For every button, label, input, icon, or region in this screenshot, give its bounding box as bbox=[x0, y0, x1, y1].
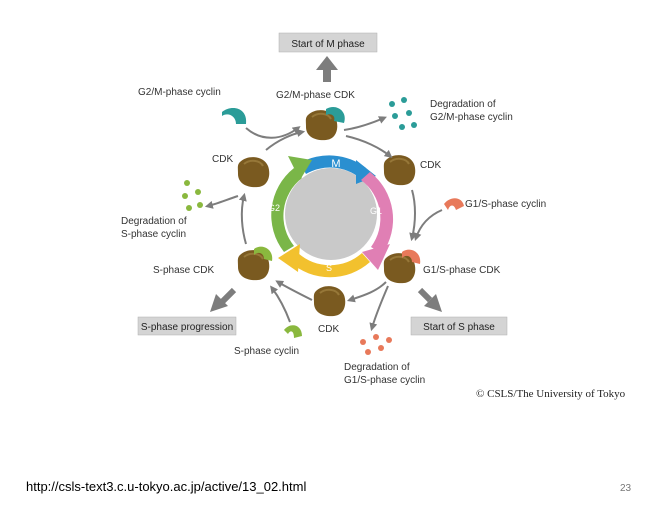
cdk-top-right-icon bbox=[382, 154, 417, 187]
s-degradation-dots-icon bbox=[182, 180, 203, 211]
arrow-g1s-to-cdk-bottom bbox=[346, 281, 387, 303]
g1s-cyclin-free-icon bbox=[444, 198, 464, 210]
arrow-s-cdk-to-cdk-left bbox=[238, 192, 247, 245]
cdk-left-label: CDK bbox=[212, 154, 233, 165]
arrow-g1s-to-degradation bbox=[369, 285, 389, 332]
start-m-phase-box: Start of M phase bbox=[278, 32, 378, 53]
g2-phase-arrowhead bbox=[288, 156, 312, 180]
s-phase-arc bbox=[290, 253, 370, 278]
up-arrow-icon bbox=[316, 56, 338, 82]
arrow-cdk-left-to-complex bbox=[265, 129, 306, 151]
g2m-degradation-dots-icon bbox=[389, 97, 417, 130]
g1s-degradation-dots-icon bbox=[360, 334, 392, 355]
arrow-g2m-cyclin-to-complex bbox=[245, 126, 301, 139]
g2-phase-arc bbox=[271, 168, 302, 252]
arrow-g1s-cyclin-to-complex bbox=[413, 209, 443, 242]
g1s-cyclin-label: G1/S-phase cyclin bbox=[465, 199, 546, 210]
cdk-bottom-label: CDK bbox=[318, 324, 339, 335]
copyright-credit: © CSLS/The University of Tokyo bbox=[476, 388, 626, 400]
arrow-complex-to-cdk-right bbox=[345, 135, 393, 158]
arrow-cdk-bottom-to-s bbox=[275, 280, 313, 301]
s-phase-label: S bbox=[326, 263, 332, 273]
s-phase-progression-label: S-phase progression bbox=[141, 322, 233, 333]
cdk-bottom-icon bbox=[312, 285, 347, 318]
cycle-center bbox=[285, 168, 377, 260]
g1-phase-arc bbox=[361, 172, 394, 254]
g1s-cdk-complex-icon bbox=[382, 249, 421, 285]
arrow-to-start-s-icon bbox=[417, 287, 442, 312]
start-s-phase-box: Start of S phase bbox=[410, 316, 508, 336]
s-phase-arrowhead bbox=[278, 244, 300, 272]
deg-g1s-line2: G1/S-phase cyclin bbox=[344, 375, 425, 386]
cdk-left-icon bbox=[236, 156, 271, 189]
g1s-cdk-label: G1/S-phase CDK bbox=[423, 265, 501, 276]
m-phase-arc bbox=[300, 155, 366, 178]
g2m-cyclin-free-icon bbox=[222, 108, 247, 124]
cdk-top-right-label: CDK bbox=[420, 160, 441, 171]
arrow-complex-to-degradation bbox=[343, 116, 387, 131]
arrow-to-s-progression-icon bbox=[210, 287, 237, 312]
g2m-cdk-label: G2/M-phase CDK bbox=[276, 90, 355, 101]
arrow-to-s-degradation bbox=[204, 195, 239, 209]
page-number: 23 bbox=[620, 483, 632, 494]
g1-phase-label: G1 bbox=[370, 206, 382, 216]
g2m-cyclin-label: G2/M-phase cyclin bbox=[138, 87, 221, 98]
g1-phase-arrowhead bbox=[362, 244, 390, 270]
arrow-cdk-right-down bbox=[409, 189, 418, 242]
deg-g2m-line2: G2/M-phase cyclin bbox=[430, 112, 513, 123]
flow-arrows bbox=[204, 116, 443, 332]
g2m-cdk-complex-icon bbox=[304, 106, 345, 142]
m-phase-label: M bbox=[331, 158, 340, 170]
s-cyclin-label: S-phase cyclin bbox=[234, 346, 299, 357]
start-s-phase-label: Start of S phase bbox=[423, 322, 495, 333]
s-cyclin-free-icon bbox=[284, 325, 302, 338]
arrow-s-cyclin-to-s-cdk bbox=[270, 285, 291, 323]
deg-g2m-line1: Degradation of bbox=[430, 99, 496, 110]
g2-phase-label: G2 bbox=[268, 203, 280, 213]
start-m-phase-label: Start of M phase bbox=[291, 39, 365, 50]
s-cdk-label: S-phase CDK bbox=[153, 265, 214, 276]
cell-cycle-ring: M G1 S G2 bbox=[268, 155, 394, 278]
s-cdk-complex-icon bbox=[236, 246, 273, 282]
deg-s-line2: S-phase cyclin bbox=[121, 229, 186, 240]
deg-s-line1: Degradation of bbox=[121, 216, 187, 227]
deg-g1s-line1: Degradation of bbox=[344, 362, 410, 373]
source-url[interactable]: http://csls-text3.c.u-tokyo.ac.jp/active… bbox=[26, 479, 307, 494]
s-phase-progression-box: S-phase progression bbox=[137, 316, 237, 336]
